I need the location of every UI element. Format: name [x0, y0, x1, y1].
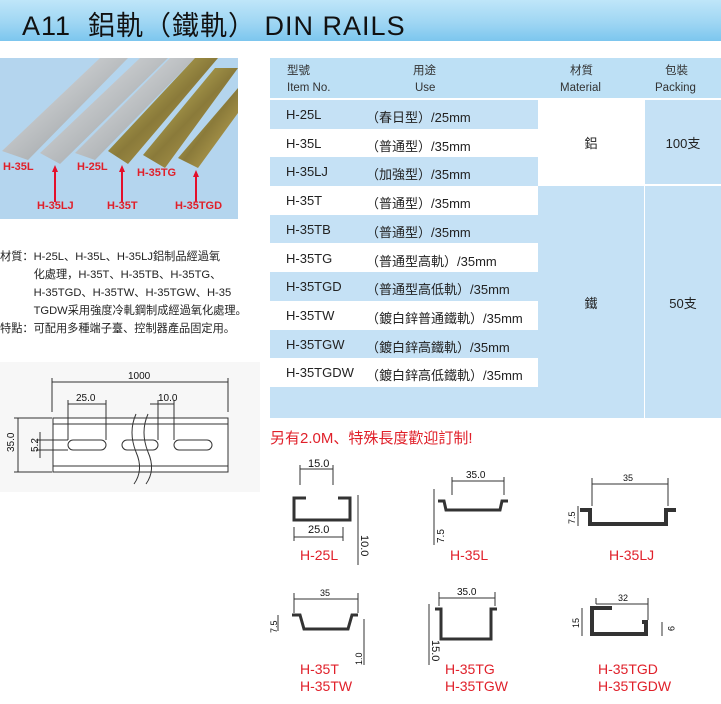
description-line: TGDW采用強度冷軋鋼制成經過氧化處理。 [0, 305, 247, 317]
profile-dim: 15.0 [429, 640, 441, 661]
profile-h25l: 15.0 25.0 10.0 [292, 458, 370, 565]
rails-illustration [2, 58, 238, 202]
item-number: H-35TGD [286, 279, 342, 295]
table-row: H-35TB （普通型）/35mm [270, 214, 538, 244]
photo-label: H-35TG [137, 167, 177, 179]
item-number: H-35TGW [286, 336, 345, 352]
profile-dim: 7.5 [270, 620, 279, 633]
description-line: 化處理，H-35T、H-35TB、H-35TG、 [0, 269, 222, 281]
profile-dim: 25.0 [308, 524, 329, 536]
description-line: 特點：可配用多種端子臺、控制器產品固定用。 [0, 323, 235, 335]
photo-label: H-35LJ [37, 200, 74, 212]
profile-dim: 15.0 [308, 458, 329, 470]
profile-dim: 35.0 [466, 470, 486, 481]
header-use-en: Use [415, 82, 436, 94]
description-line: 材質：H-25L、H-35L、H-35LJ鋁制品經過氧 [0, 251, 221, 263]
profile-label: H-35TG [445, 661, 495, 677]
profile-h35l: 35.0 7.5 [433, 470, 508, 545]
profile-label: H-35T [300, 661, 339, 677]
header-use-zh: 用途 [413, 65, 436, 77]
profile-label: H-35TW [300, 678, 353, 694]
table-row: H-35TG （普通型高軌）/35mm [270, 243, 538, 273]
rail-dimension-drawing: 1000 25.0 10.0 35.0 5.2 [0, 362, 260, 492]
item-use: （普通型高低軌）/35mm [366, 282, 510, 298]
dim-length: 1000 [128, 371, 151, 382]
table-row: H-25L （春日型）/25mm [270, 100, 538, 129]
description-line: H-35TGD、H-35TW、H-35TGW、H-35 [0, 287, 232, 299]
header-banner: A11 鋁軌（鐵軌） DIN RAILS [0, 0, 721, 41]
item-number: H-25L [286, 107, 322, 122]
table-header: 型號 Item No. 用途 Use 材質 Material 包裝 Packin… [270, 58, 721, 98]
item-use: （普通型高軌）/35mm [366, 253, 497, 269]
table-row: H-35L （普通型）/35mm [270, 128, 538, 158]
dim-height: 35.0 [6, 432, 17, 452]
spec-table: 型號 Item No. 用途 Use 材質 Material 包裝 Packin… [270, 58, 721, 418]
material-cell: 鋁 [538, 100, 644, 184]
packing-cell: 50支 [645, 186, 721, 418]
header-item-en: Item No. [287, 82, 331, 94]
dim-slot-length: 25.0 [76, 393, 96, 404]
header-material-zh: 材質 [570, 65, 593, 77]
table-row: H-35TW （鍍白鋅普通鐵軌）/35mm [270, 300, 538, 330]
item-use: （鍍白鋅高鐵軌）/35mm [366, 339, 510, 355]
table-row: H-35TGD （普通型高低軌）/35mm [270, 272, 538, 301]
table-row: H-35TGW （鍍白鋅高鐵軌）/35mm [270, 329, 538, 359]
item-use: （普通型）/35mm [366, 224, 471, 240]
profile-dim: 10.0 [358, 535, 370, 556]
profile-label: H-35LJ [609, 547, 655, 563]
profile-label: H-25L [300, 547, 339, 563]
item-number: H-35LJ [286, 164, 328, 180]
profile-h35t: 35 7.5 1.0 [270, 588, 365, 665]
item-number: H-35TB [286, 221, 331, 237]
table-blank-row [270, 387, 538, 418]
profile-dim: 35.0 [457, 587, 477, 598]
item-use: （普通型）/35mm [366, 138, 471, 154]
profile-dim: 32 [618, 593, 628, 603]
profile-dim: 9 [666, 626, 676, 631]
table-row: H-35TGDW （鍍白鋅高低鐵軌）/35mm [270, 358, 538, 387]
item-use: （普通型）/35mm [366, 196, 471, 212]
item-number: H-35TGDW [286, 365, 354, 381]
profile-dim: 35 [623, 473, 633, 483]
header-material-en: Material [560, 82, 601, 94]
profile-label: H-35TGD [598, 661, 658, 677]
page-title: A11 鋁軌（鐵軌） DIN RAILS [22, 11, 406, 41]
item-use: （春日型）/25mm [366, 110, 471, 125]
dim-slot-gap: 10.0 [158, 393, 178, 404]
photo-label: H-35L [3, 161, 34, 173]
item-use: （鍍白鋅普通鐵軌）/35mm [366, 310, 523, 326]
item-number: H-35TW [286, 307, 335, 323]
profile-label: H-35TGW [445, 678, 508, 694]
photo-label: H-35TGD [175, 200, 223, 212]
product-photo: H-35L H-25L H-35TG H-35LJ H-35T H-35TGD [0, 58, 238, 219]
profile-label: H-35TGDW [598, 678, 672, 694]
header-packing-en: Packing [655, 82, 696, 94]
table-row: H-35T （普通型）/35mm [270, 186, 538, 215]
material-cell: 鐵 [538, 186, 644, 418]
item-use: （鍍白鋅高低鐵軌）/35mm [366, 368, 523, 384]
item-number: H-35T [286, 193, 323, 209]
profile-dim: 7.5 [568, 511, 577, 524]
item-number: H-35TG [286, 250, 333, 266]
table-row: H-35LJ （加強型）/35mm [270, 157, 538, 187]
item-number: H-35L [286, 135, 322, 151]
photo-label: H-25L [77, 161, 108, 173]
profile-dim: 35 [320, 588, 330, 598]
profile-dim: 15 [571, 618, 581, 628]
profile-dim: 7.5 [436, 529, 447, 543]
custom-length-note: 另有2.0M、特殊長度歡迎訂制! [270, 430, 473, 447]
profile-h35lj: 35 7.5 [568, 473, 676, 526]
profile-h35tg: 35.0 15.0 [428, 587, 497, 665]
profile-dim: 1.0 [354, 652, 364, 665]
dim-slot-width: 5.2 [30, 438, 41, 452]
profile-label: H-35L [450, 547, 489, 563]
photo-label: H-35T [107, 200, 138, 212]
header-item-zh: 型號 [287, 65, 310, 77]
header-packing-zh: 包裝 [665, 65, 688, 77]
packing-cell: 100支 [645, 100, 721, 184]
item-use: （加強型）/35mm [366, 167, 471, 183]
profile-h35tgd: 32 15 9 [571, 593, 676, 636]
